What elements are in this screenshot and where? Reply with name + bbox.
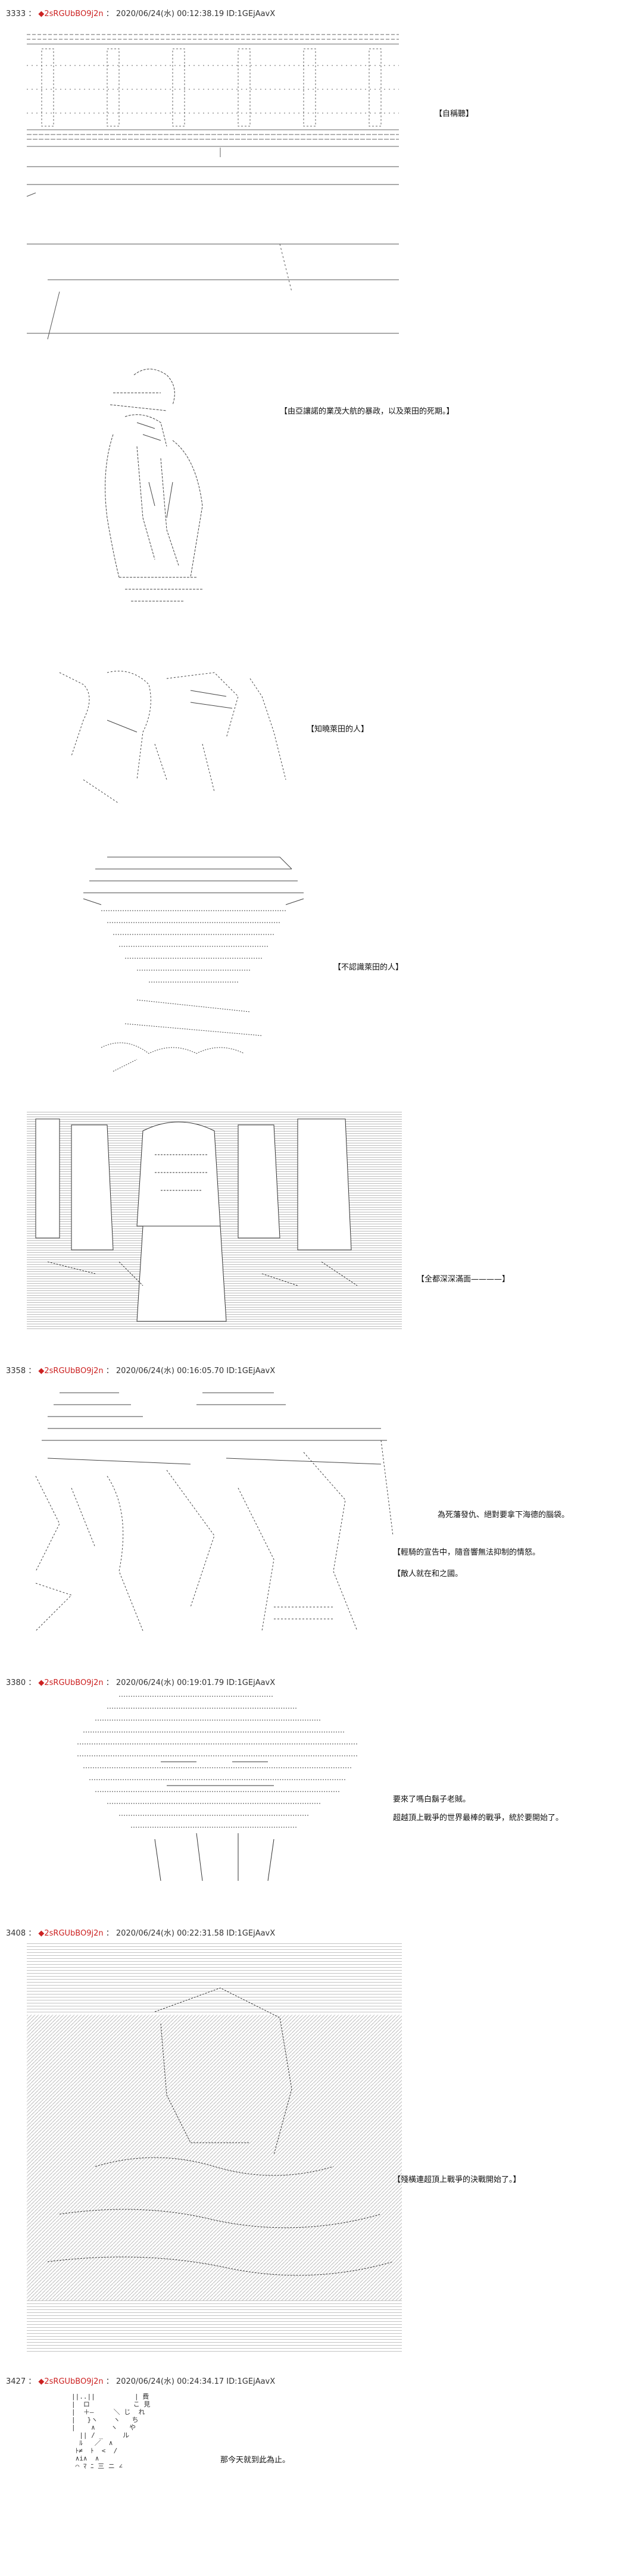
post-tripcode[interactable]: ◆2sRGUbBO9j2n: [38, 1929, 104, 1938]
warriors-ascii-art: [35, 1392, 394, 1631]
post-header-3333: 3333 ： ◆2sRGUbBO9j2n ： 2020/06/24(水) 00:…: [6, 7, 275, 18]
group-figures-ascii-art: [59, 671, 286, 804]
post-tripcode[interactable]: ◆2sRGUbBO9j2n: [38, 1678, 104, 1687]
post-meta: 2020/06/24(水) 00:16:05.70 ID:1GEjAavX: [116, 1367, 276, 1375]
post-header-3408: 3408 ： ◆2sRGUbBO9j2n ： 2020/06/24(水) 00:…: [6, 1927, 275, 1938]
old-man-ascii-art: [77, 1696, 357, 1881]
balustrade-ascii-art: [27, 34, 399, 157]
caption-11: 【殘橫連超頂上戰爭的決戰開始了。】: [393, 2175, 521, 2184]
post-header-3358: 3358 ： ◆2sRGUbBO9j2n ： 2020/06/24(水) 00:…: [6, 1364, 275, 1375]
post-meta: 2020/06/24(水) 00:12:38.19 ID:1GEjAavX: [116, 10, 276, 18]
caption-1: 【自稱聽】: [435, 110, 474, 118]
post-header-3380: 3380 ： ◆2sRGUbBO9j2n ： 2020/06/24(水) 00:…: [6, 1676, 275, 1687]
caption-5: 【全都深深滿面————】: [417, 1275, 510, 1284]
caption-10: 超越頂上戰爭的世界最棒的戰爭，統於要開始了。: [393, 1814, 564, 1822]
post-colon: ：: [105, 10, 114, 18]
post-colon: ：: [105, 1678, 114, 1687]
post-colon: ：: [105, 1367, 114, 1375]
post-tripcode[interactable]: ◆2sRGUbBO9j2n: [38, 1367, 104, 1375]
caption-12: 那今天就到此為止。: [220, 2456, 291, 2465]
post-separator: ：: [28, 1367, 39, 1375]
post-separator: ：: [28, 10, 39, 18]
post-number: 3358: [6, 1367, 26, 1375]
post-number: 3408: [6, 1929, 26, 1938]
caption-4: 【不認識萊田的人】: [333, 963, 404, 972]
closing-ascii-art: ||..|| | 費 | ロ こ 見 | ＋— ＼ じ れ | }ヽ ヽ ち |…: [71, 2393, 151, 2470]
caption-3: 【知曉萊田的人】: [307, 725, 369, 734]
post-meta: 2020/06/24(水) 00:22:31.58 ID:1GEjAavX: [116, 1929, 276, 1938]
caption-8: 【敵人就在和之國。: [393, 1570, 463, 1578]
standing-figure-ascii-art: [105, 368, 203, 602]
caption-2: 【由亞讓諾的業茂大航的暴政，以及萊田的死期。】: [280, 407, 454, 416]
post-tripcode[interactable]: ◆2sRGUbBO9j2n: [38, 2377, 104, 2386]
post-separator: ：: [28, 1929, 39, 1938]
post-meta: 2020/06/24(水) 00:19:01.79 ID:1GEjAavX: [116, 1678, 276, 1687]
post-number: 3427: [6, 2377, 26, 2386]
floor-ascii-art: [26, 166, 399, 340]
battlefield-ascii-art: [27, 1943, 402, 2354]
crowd-ascii-art: [27, 1110, 402, 1330]
post-tripcode[interactable]: ◆2sRGUbBO9j2n: [38, 10, 104, 18]
post-colon: ：: [105, 1929, 114, 1938]
caption-7: 【輕騎的宣告中，隨音響無法抑制的情怒。: [393, 1548, 541, 1557]
post-separator: ：: [28, 2377, 39, 2386]
post-number: 3380: [6, 1678, 26, 1687]
caption-9: 要來了嗎白鬍子老賊。: [393, 1795, 471, 1804]
post-separator: ：: [28, 1678, 39, 1687]
post-colon: ：: [105, 2377, 114, 2386]
post-number: 3333: [6, 10, 26, 18]
post-meta: 2020/06/24(水) 00:24:34.17 ID:1GEjAavX: [116, 2377, 276, 2386]
caption-6: 為死藩發仇、絕對要拿下海德的腦袋。: [438, 1511, 570, 1520]
hat-figure-ascii-art: [83, 856, 304, 1072]
post-header-3427: 3427 ： ◆2sRGUbBO9j2n ： 2020/06/24(水) 00:…: [6, 2375, 275, 2386]
